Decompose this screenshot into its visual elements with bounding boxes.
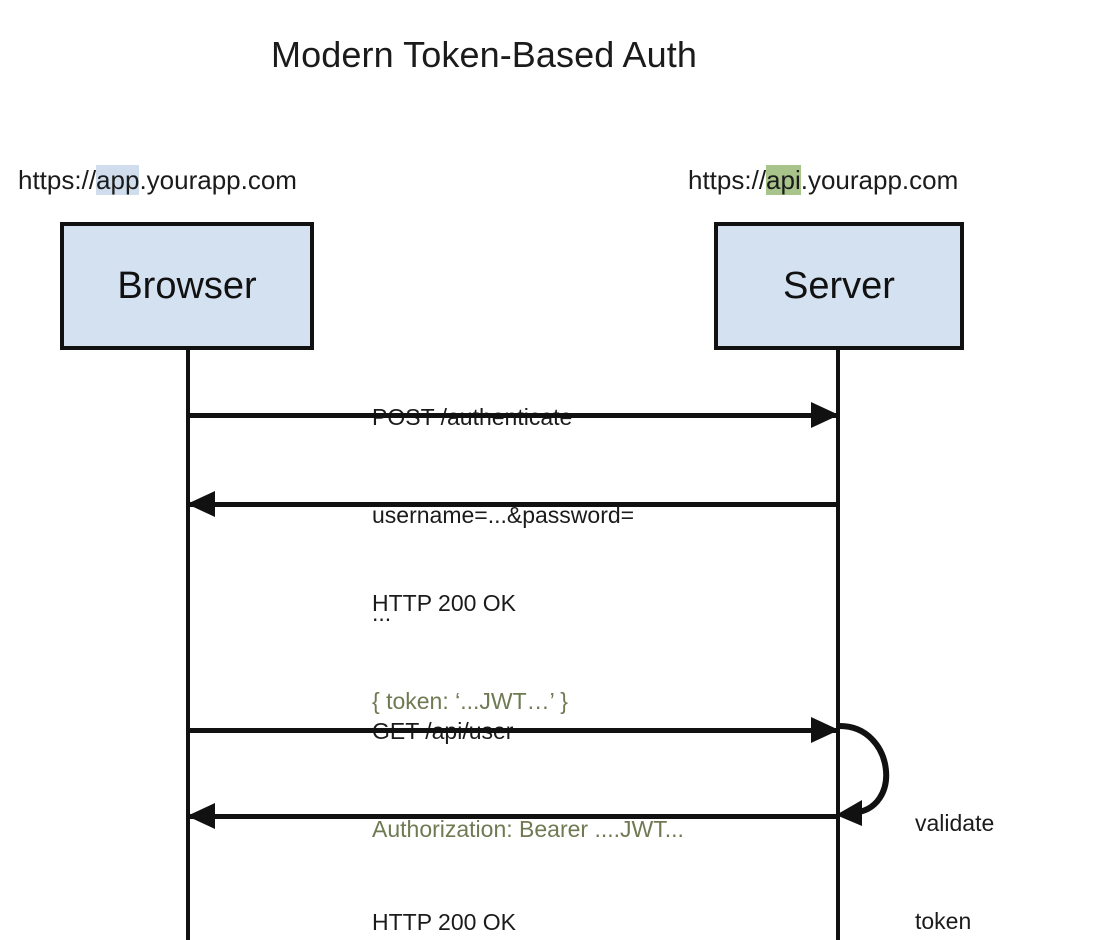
arrowhead-self-loop-icon [836, 800, 862, 826]
browser-url-suffix: .yourapp.com [139, 165, 297, 195]
message-api-response-line1: HTTP 200 OK [372, 909, 517, 936]
arrowhead-right-icon [811, 717, 839, 743]
server-url-caption: https://api.yourapp.com [688, 164, 958, 197]
message-label-api-response: HTTP 200 OK { name: “foo”} [372, 841, 516, 940]
message-arrow-api-user [188, 717, 839, 743]
browser-url-prefix: https:// [18, 165, 97, 195]
message-auth-response-line1: HTTP 200 OK [372, 590, 517, 617]
message-label-auth-response: HTTP 200 OK { token: ‘...JWT…’ } [372, 522, 568, 783]
self-message-arrow-validate-token [836, 723, 890, 826]
arrow-shaft [188, 502, 836, 507]
arrowhead-right-icon [811, 402, 839, 428]
browser-url-highlight: app [96, 165, 140, 195]
server-url-suffix: .yourapp.com [800, 165, 959, 195]
message-arrow-api-response [187, 803, 836, 829]
arrowhead-left-icon [187, 491, 215, 517]
self-loop-curve [839, 723, 890, 816]
self-message-label-validate-token: validate token [915, 742, 994, 940]
arrowhead-left-icon [187, 803, 215, 829]
participant-label-browser: Browser [117, 265, 257, 307]
message-arrow-auth-response [187, 491, 836, 517]
browser-url-caption: https://app.yourapp.com [18, 164, 297, 197]
message-authenticate-line3: ... [372, 600, 392, 627]
message-arrow-authenticate [188, 402, 839, 428]
lifeline-server [836, 350, 840, 940]
participant-label-server: Server [783, 265, 895, 307]
arrow-shaft [188, 814, 836, 819]
arrow-shaft [188, 728, 838, 733]
server-url-highlight: api [766, 165, 801, 195]
message-auth-response-line2: { token: ‘...JWT…’ } [372, 688, 568, 715]
validate-token-line1: validate [915, 810, 995, 837]
server-url-prefix: https:// [688, 165, 767, 195]
validate-token-line2: token [915, 908, 972, 935]
lifeline-browser [186, 350, 190, 940]
message-api-user-line2: Authorization: Bearer ....JWT... [372, 816, 684, 843]
participant-box-browser: Browser [60, 222, 314, 350]
participant-box-server: Server [714, 222, 964, 350]
arrow-shaft [188, 413, 838, 418]
page-title: Modern Token-Based Auth [271, 34, 697, 75]
